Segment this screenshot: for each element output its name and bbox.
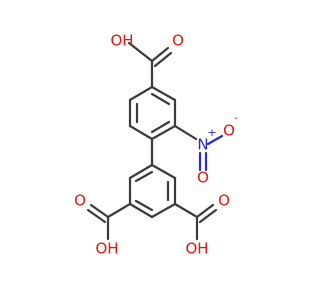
bond-c-o-top-b — [153, 51, 173, 68]
atom-o-nitro-bottom: O — [197, 169, 209, 187]
bond-ring1-a — [128, 85, 154, 102]
bond-ring1-f — [150, 85, 177, 102]
bond-ring1-d2 — [150, 120, 171, 134]
bond-ring1-f2 — [150, 92, 171, 106]
bond-c-o-left-a — [89, 203, 110, 219]
atom-label-layer: OH O N + O - O O OH O OH — [74, 32, 238, 258]
atom-oh-left-acid: OH — [95, 240, 118, 258]
atom-o-top: O — [172, 32, 184, 50]
atom-n-nitro: N — [197, 136, 208, 154]
molecule-diagram: OH O N + O - O O OH O OH — [74, 32, 238, 258]
bond-layer — [86, 41, 224, 241]
bond-ring2-a2 — [134, 170, 154, 183]
atom-o-right-acid: O — [218, 192, 230, 210]
bond-ring1-d — [150, 124, 177, 141]
atom-oh-right-acid: OH — [185, 240, 208, 258]
bond-ring2-d — [150, 202, 177, 219]
bond-c-ring-right — [173, 202, 199, 219]
atom-oh-top: OH — [110, 32, 133, 50]
atom-o-nitro-right: O — [223, 122, 235, 140]
bond-ring1-c — [128, 124, 154, 141]
bond-n-o-right — [206, 134, 224, 146]
bond-c-oh-top — [127, 41, 154, 63]
bond-ring2-f — [150, 163, 177, 180]
bond-ring2-a — [128, 163, 154, 180]
bond-c-o-right-a — [195, 203, 215, 219]
bond-ring2-c2 — [134, 199, 154, 212]
charge-minus: - — [234, 111, 238, 124]
bond-c-ring-left — [106, 202, 132, 219]
bond-c-o-right-b — [198, 208, 218, 224]
atom-o-left-acid: O — [74, 192, 86, 210]
bond-c-n — [173, 124, 198, 141]
charge-plus: + — [207, 126, 216, 139]
bond-c-o-top-a — [150, 46, 170, 63]
bond-c-o-left-b — [86, 208, 107, 224]
bond-ring2-c — [128, 202, 154, 219]
